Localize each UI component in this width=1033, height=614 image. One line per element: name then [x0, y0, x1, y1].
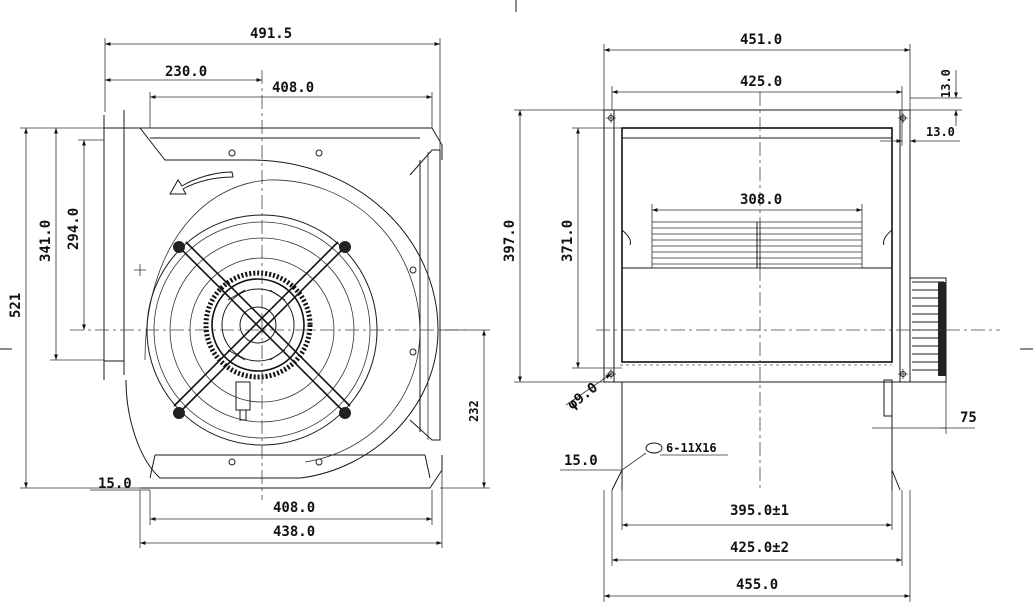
- dim-438: 438.0: [273, 524, 315, 540]
- dim-455: 455.0: [736, 577, 778, 593]
- dim-75: 75: [960, 410, 977, 426]
- dim-308: 308.0: [740, 192, 782, 208]
- dim-294: 294.0: [66, 208, 82, 250]
- dim-341: 341.0: [38, 220, 54, 262]
- front-view: 491.5 230.0 408.0 521 341.0 294.0 15.0 4…: [0, 0, 517, 548]
- dim-451: 451.0: [740, 32, 782, 48]
- dim-371: 371.0: [560, 220, 576, 262]
- dim-521: 521: [8, 293, 24, 318]
- dim-232: 232: [467, 400, 481, 422]
- dim-425-bottom: 425.0±2: [730, 540, 789, 556]
- rotation-arrow-icon: [169, 171, 234, 195]
- dim-13-b: 13.0: [926, 125, 955, 139]
- side-view: 451.0 425.0 13.0 13.0 308.0 397.0 371.0: [502, 32, 1033, 602]
- dim-425-top: 425.0: [740, 74, 782, 90]
- dim-15-front: 15.0: [98, 476, 132, 492]
- dim-395: 395.0±1: [730, 503, 789, 519]
- dim-13-a: 13.0: [939, 69, 953, 98]
- dim-408-top: 408.0: [272, 80, 314, 96]
- dim-491-5: 491.5: [250, 26, 292, 42]
- dim-408-bottom: 408.0: [273, 500, 315, 516]
- dim-230: 230.0: [165, 64, 207, 80]
- dim-15-side: 15.0: [564, 453, 598, 469]
- dim-397: 397.0: [502, 220, 518, 262]
- impeller-blades: [651, 221, 863, 269]
- motor-rotor: [203, 270, 313, 421]
- slot-note: 6-11X16: [666, 441, 717, 455]
- slot-icon: [645, 442, 663, 454]
